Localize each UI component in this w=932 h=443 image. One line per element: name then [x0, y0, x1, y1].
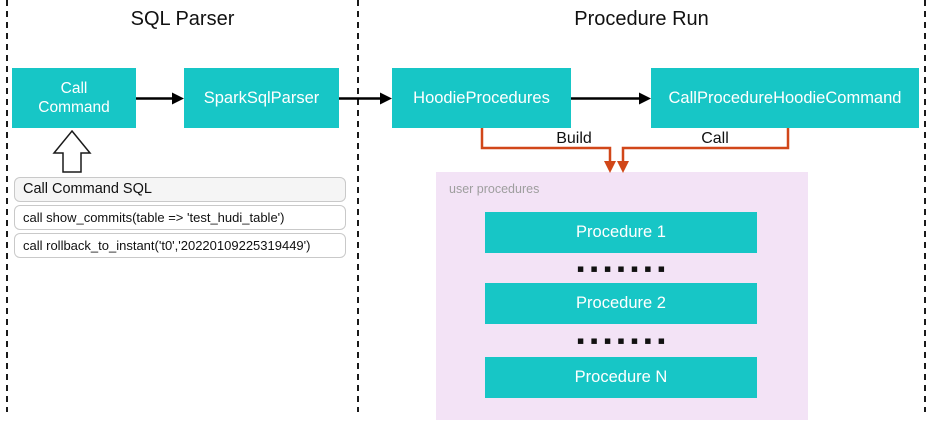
sql-example-rollback: call rollback_to_instant('t0','202201092… — [14, 233, 346, 258]
call-command-sql-box: Call Command SQL call show_commits(table… — [14, 177, 346, 258]
arrowhead-to-hoodieprocedures — [380, 92, 392, 105]
ellipsis-dots: ▪▪▪▪▪▪▪ — [576, 261, 672, 275]
edge-label-call: Call — [701, 130, 729, 147]
edge-label-build: Build — [556, 130, 592, 147]
sql-box-title: Call Command SQL — [14, 177, 346, 202]
node-call-procedure-hoodie-command: CallProcedureHoodieCommand — [651, 68, 919, 128]
node-hoodie-procedures: HoodieProcedures — [392, 68, 571, 128]
arrowhead-to-sparksqlparser — [172, 92, 184, 105]
node-procedure-2: Procedure 2 — [485, 283, 757, 324]
panel-title-sql-parser: SQL Parser — [130, 8, 235, 30]
user-procedures-label: user procedures — [449, 182, 540, 196]
hollow-up-arrow-icon — [52, 129, 92, 173]
sql-example-show-commits: call show_commits(table => 'test_hudi_ta… — [14, 205, 346, 230]
arrowhead-to-callprocedure — [639, 92, 651, 105]
node-procedure-1: Procedure 1 — [485, 212, 757, 253]
panel-title-procedure-run: Procedure Run — [574, 8, 709, 30]
node-procedure-n: Procedure N — [485, 357, 757, 398]
node-spark-sql-parser: SparkSqlParser — [184, 68, 339, 128]
node-call-command: Call Command — [12, 68, 136, 128]
ellipsis-dots: ▪▪▪▪▪▪▪ — [576, 333, 672, 347]
user-procedures-container: user procedures Procedure 1 ▪▪▪▪▪▪▪ Proc… — [436, 172, 808, 420]
